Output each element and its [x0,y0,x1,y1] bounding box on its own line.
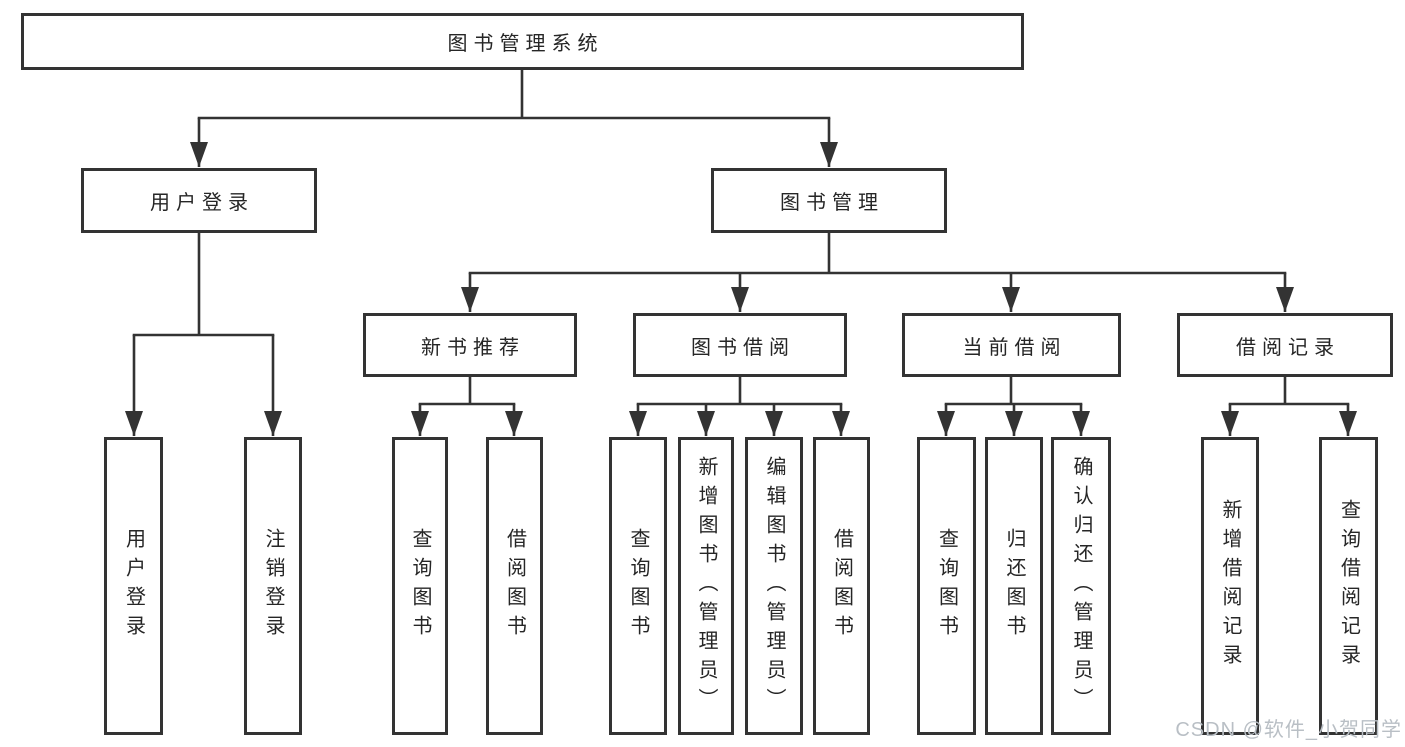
leaf-label: 新增借阅记录 [1219,499,1241,673]
leaf-recommend-borrow-books: 借阅图书 [486,437,543,735]
leaf-label: 用户登录 [122,528,145,644]
leaf-records-query-record: 查询借阅记录 [1319,437,1378,735]
leaf-records-add-record: 新增借阅记录 [1201,437,1259,735]
node-label: 用户登录 [150,192,254,214]
node-label: 借阅记录 [1236,336,1340,359]
leaf-label: 查询图书 [935,528,958,644]
leaf-label: 借阅图书 [503,528,526,644]
node-borrowing-records: 借阅记录 [1177,313,1393,377]
node-book-borrowing: 图书借阅 [633,313,847,377]
connector-arrows [125,118,1357,436]
leaf-borrow-query-books: 查询图书 [609,437,667,735]
connector-trunks [132,68,1350,406]
node-book-management: 图书管理 [711,168,947,233]
node-label: 当前借阅 [962,336,1067,359]
leaf-label: 确认归还（管理员） [1070,455,1092,717]
node-label: 图书管理系统 [447,33,604,55]
leaf-user-login: 用户登录 [104,437,163,735]
leaf-label: 归还图书 [1003,528,1025,644]
node-library-management-system: 图书管理系统 [21,13,1024,70]
leaf-recommend-query-books: 查询图书 [392,437,448,735]
leaf-label: 查询图书 [627,528,649,644]
leaf-borrow-add-books-admin: 新增图书（管理员） [678,437,734,735]
leaf-current-query-books: 查询图书 [917,437,976,735]
leaf-label: 编辑图书（管理员） [763,455,785,717]
node-label: 新书推荐 [421,336,525,359]
leaf-current-confirm-return-admin: 确认归还（管理员） [1051,437,1111,735]
node-new-book-recommendation: 新书推荐 [363,313,577,377]
leaf-logout: 注销登录 [244,437,302,735]
leaf-label: 查询借阅记录 [1337,499,1360,673]
leaf-label: 借阅图书 [830,528,853,644]
leaf-current-return-books: 归还图书 [985,437,1043,735]
watermark-text: CSDN @软件_小贺同学 [1175,719,1402,741]
leaf-label: 新增图书（管理员） [695,455,717,717]
node-label: 图书借阅 [691,336,795,359]
leaf-borrow-edit-books-admin: 编辑图书（管理员） [745,437,803,735]
leaf-label: 查询图书 [409,528,431,644]
node-current-borrowing: 当前借阅 [902,313,1121,377]
leaf-borrow-borrow-books: 借阅图书 [813,437,870,735]
leaf-label: 注销登录 [262,528,284,644]
node-label: 图书管理 [780,192,884,214]
node-user-login: 用户登录 [81,168,317,233]
